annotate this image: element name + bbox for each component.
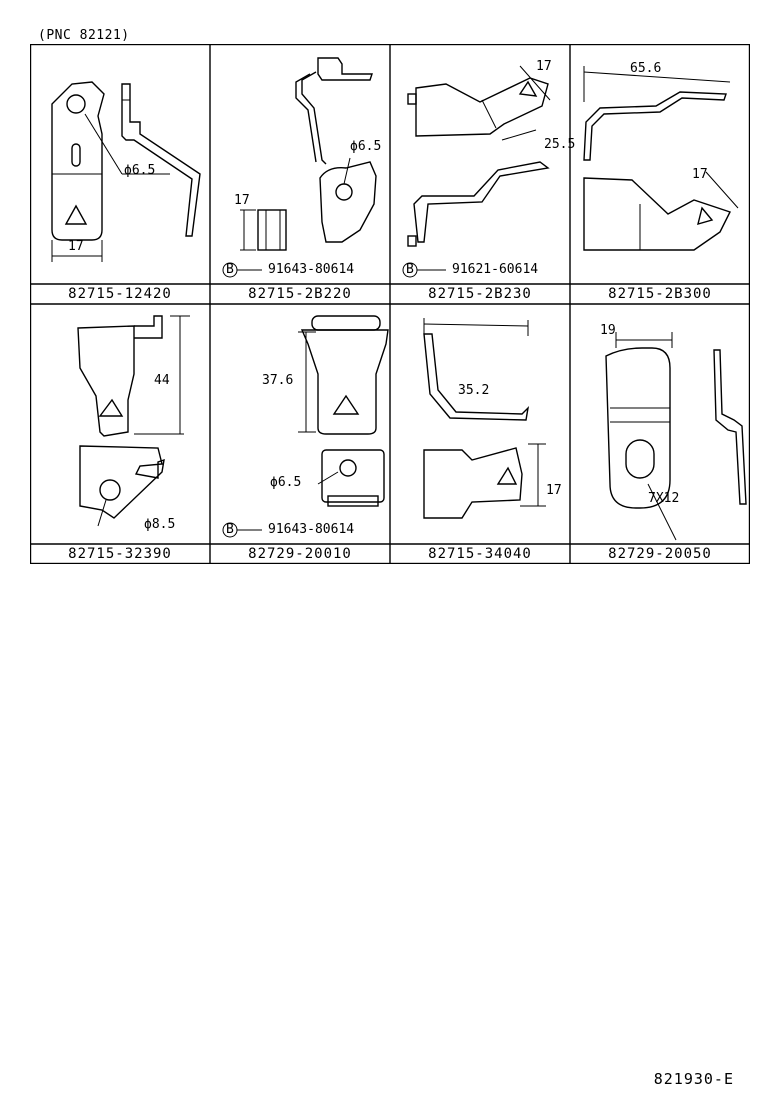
dimension-length: 35.2 [458, 383, 490, 398]
bracket-drawing [583, 66, 739, 251]
dimension-length: 25.5 [544, 137, 576, 152]
dimension-width: 17 [68, 239, 84, 254]
part-number-82715-32390[interactable]: 82715-32390 [68, 546, 172, 562]
bracket-drawing [222, 315, 389, 538]
dimension-tab: 17 [536, 59, 552, 74]
part-cell-82715-2B300[interactable]: 65.6 17 [570, 44, 750, 284]
dimension-tab: 17 [692, 167, 708, 182]
dimension-length: 65.6 [630, 61, 662, 76]
dimension-slot: 7X12 [648, 491, 680, 506]
part-cell-82715-2B230[interactable]: 17 25.5 B 91621-60614 [390, 44, 575, 284]
bolt-part-number[interactable]: 91643-80614 [268, 522, 355, 537]
part-number-82715-34040[interactable]: 82715-34040 [428, 546, 532, 562]
dimension-hole: ϕ8.5 [144, 517, 176, 532]
part-number-82715-2B230[interactable]: 82715-2B230 [428, 286, 532, 302]
part-number-82715-2B300[interactable]: 82715-2B300 [608, 286, 712, 302]
drawing-code: 821930-E [653, 1070, 734, 1088]
dimension-height: 37.6 [262, 373, 294, 388]
dimension-height: 17 [546, 483, 562, 498]
dimension-hole: ϕ6.5 [124, 163, 156, 178]
dimension-width: 19 [600, 323, 616, 338]
pnc-header: (PNC 82121) [38, 28, 130, 43]
dimension-hole: ϕ6.5 [350, 139, 382, 154]
bracket-drawing [77, 315, 190, 527]
part-cell-82715-32390[interactable]: 44 ϕ8.5 [30, 304, 210, 544]
part-number-82729-20050[interactable]: 82729-20050 [608, 546, 712, 562]
grid-lines [30, 44, 750, 564]
bracket-drawing [51, 81, 201, 262]
part-cell-82715-2B220[interactable]: ϕ6.5 17 B 91643-80614 [210, 44, 390, 284]
dimension-height: 17 [234, 193, 250, 208]
bolt-marker: B [226, 262, 234, 277]
bolt-part-number[interactable]: 91621-60614 [452, 262, 539, 277]
bracket-drawing [222, 57, 377, 278]
part-cell-82729-20050[interactable] [570, 304, 750, 544]
bolt-part-number[interactable]: 91643-80614 [268, 262, 355, 277]
bracket-drawing [423, 318, 546, 519]
part-number-82729-20010[interactable]: 82729-20010 [248, 546, 352, 562]
part-number-82715-2B220[interactable]: 82715-2B220 [248, 286, 352, 302]
bracket-drawing [402, 65, 551, 278]
parts-grid: ϕ6.5 17 82715-12420 ϕ6.5 17 B 91643-8061… [30, 44, 750, 564]
dimension-hole: ϕ6.5 [270, 475, 302, 490]
dimension-height: 44 [154, 373, 170, 388]
part-number-82715-12420[interactable]: 82715-12420 [68, 286, 172, 302]
part-cell-82715-12420[interactable]: ϕ6.5 17 [30, 44, 210, 284]
bolt-marker: B [226, 522, 234, 537]
part-cell-82729-20010[interactable]: 37.6 ϕ6.5 B 91643-80614 [210, 304, 390, 544]
bracket-drawing [605, 332, 747, 541]
bolt-marker: B [406, 262, 414, 277]
part-cell-82715-34040[interactable]: 35.2 17 [390, 304, 570, 544]
